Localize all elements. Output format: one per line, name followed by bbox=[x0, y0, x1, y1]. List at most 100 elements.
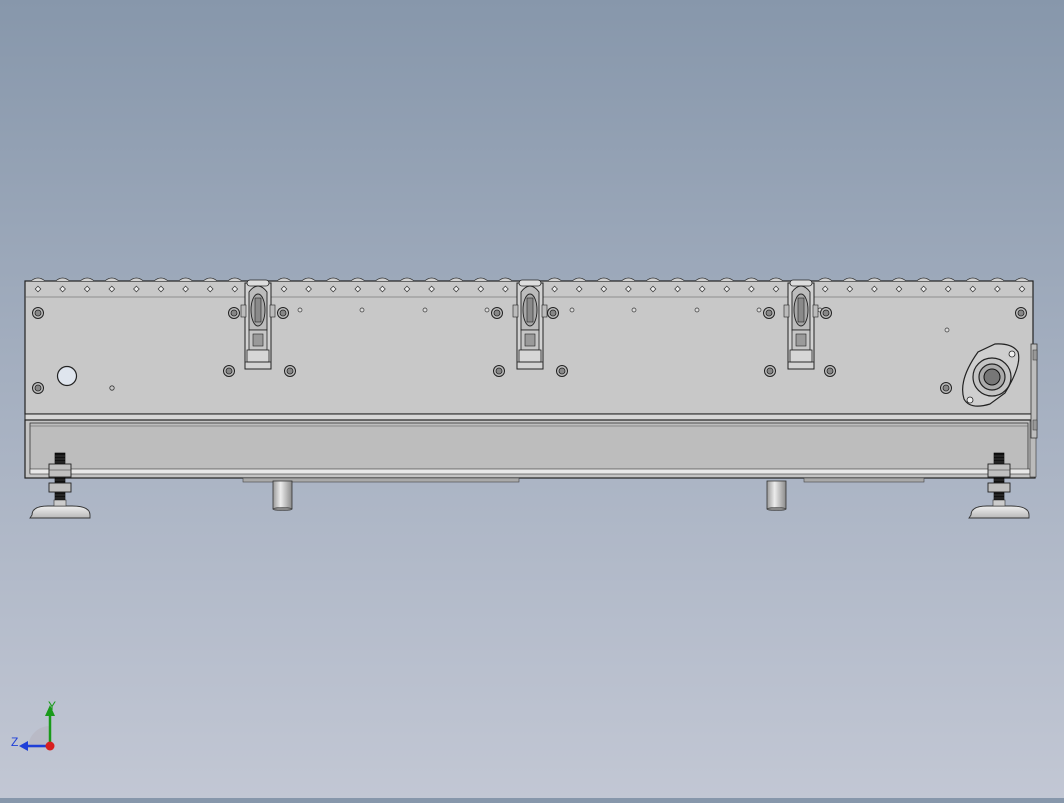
rivet bbox=[551, 285, 558, 293]
roller-bump bbox=[842, 277, 858, 282]
bolt bbox=[820, 307, 832, 319]
rivet bbox=[674, 285, 681, 293]
rivet bbox=[772, 285, 780, 293]
rivet bbox=[206, 285, 214, 293]
roller-bump bbox=[916, 277, 931, 282]
bolt bbox=[493, 365, 505, 377]
rivet bbox=[1018, 285, 1026, 293]
clamp-brackets bbox=[240, 279, 819, 370]
clamp-bracket bbox=[783, 279, 819, 370]
small-hole bbox=[422, 307, 428, 313]
leveling-foot bbox=[29, 452, 91, 519]
roller-bump bbox=[153, 277, 169, 282]
bolt bbox=[491, 307, 503, 319]
roller-bump bbox=[891, 277, 907, 282]
bolt bbox=[32, 307, 44, 319]
roller-bump bbox=[719, 277, 735, 282]
bolt bbox=[763, 307, 775, 319]
triad-z-label: Z bbox=[11, 735, 18, 749]
small-hole bbox=[297, 307, 303, 313]
small-hole bbox=[359, 307, 365, 313]
rivet bbox=[280, 285, 288, 293]
leveling-foot bbox=[968, 452, 1030, 519]
rivet bbox=[895, 285, 903, 293]
roller-bump bbox=[571, 277, 587, 282]
bolt bbox=[223, 365, 235, 377]
rivet bbox=[403, 285, 411, 293]
roller-bump bbox=[744, 277, 759, 282]
rivet bbox=[944, 285, 952, 293]
small-hole bbox=[694, 307, 700, 313]
rivet bbox=[698, 285, 706, 293]
roller-bump bbox=[670, 277, 685, 282]
roller-bump bbox=[596, 277, 612, 282]
roller-bump bbox=[694, 277, 710, 282]
rivet bbox=[354, 285, 362, 293]
rivet bbox=[625, 285, 632, 293]
bolt-group bbox=[32, 307, 1027, 394]
small-hole bbox=[631, 307, 637, 313]
rivet bbox=[329, 285, 337, 293]
bolt bbox=[764, 365, 776, 377]
end-bracket bbox=[1030, 343, 1038, 439]
roller-bump bbox=[867, 277, 882, 282]
bolt bbox=[284, 365, 296, 377]
rivet bbox=[871, 285, 878, 293]
roller-bump bbox=[424, 277, 439, 282]
rivet bbox=[846, 285, 854, 293]
rivet-row bbox=[34, 285, 1026, 333]
roller-bump bbox=[350, 277, 366, 282]
roller-bump bbox=[965, 277, 981, 282]
roller-bump bbox=[55, 277, 70, 282]
bolt bbox=[824, 365, 836, 377]
roller-bump bbox=[940, 277, 956, 282]
lower-frame-rail bbox=[24, 419, 1037, 483]
rivet bbox=[502, 285, 509, 293]
roller-bump bbox=[276, 277, 292, 282]
roller-bump bbox=[178, 277, 193, 282]
roller-bump bbox=[645, 277, 661, 282]
roller-bump bbox=[817, 277, 833, 282]
rivet bbox=[305, 285, 312, 293]
rivet bbox=[920, 285, 927, 293]
roller-bump bbox=[498, 277, 513, 282]
roller-bump bbox=[1014, 277, 1030, 282]
small-hole bbox=[569, 307, 575, 313]
rivet bbox=[34, 285, 42, 293]
clamp-bracket bbox=[512, 279, 548, 370]
roller-bump bbox=[399, 277, 415, 282]
bolt bbox=[547, 307, 559, 319]
rivet bbox=[157, 285, 165, 293]
rivet bbox=[723, 285, 731, 293]
roller-bump bbox=[768, 277, 784, 282]
rivet bbox=[182, 285, 189, 293]
bolt bbox=[277, 307, 289, 319]
rivet bbox=[748, 285, 755, 293]
view-triad[interactable]: Y Z bbox=[11, 699, 56, 751]
roller-bump bbox=[227, 277, 243, 282]
rivet bbox=[108, 285, 116, 293]
roller-tops bbox=[30, 277, 1030, 282]
leveling-feet bbox=[29, 452, 1030, 519]
bolt bbox=[940, 382, 952, 394]
rivet bbox=[575, 285, 583, 293]
roller-bump bbox=[129, 277, 144, 282]
roller-bump bbox=[79, 277, 95, 282]
roller-bump bbox=[104, 277, 120, 282]
roller-bump bbox=[375, 277, 390, 282]
small-hole bbox=[756, 307, 762, 313]
rivet bbox=[83, 285, 91, 293]
sensor-hole bbox=[56, 365, 115, 391]
small-hole bbox=[944, 327, 950, 333]
rivet bbox=[452, 285, 460, 293]
rivet bbox=[994, 285, 1001, 293]
small-hole bbox=[484, 307, 490, 313]
roller-bump bbox=[202, 277, 218, 282]
rivet bbox=[477, 285, 485, 293]
roller-bump bbox=[990, 277, 1005, 282]
rivet bbox=[821, 285, 829, 293]
roller-bump bbox=[325, 277, 341, 282]
rivet bbox=[428, 285, 435, 293]
